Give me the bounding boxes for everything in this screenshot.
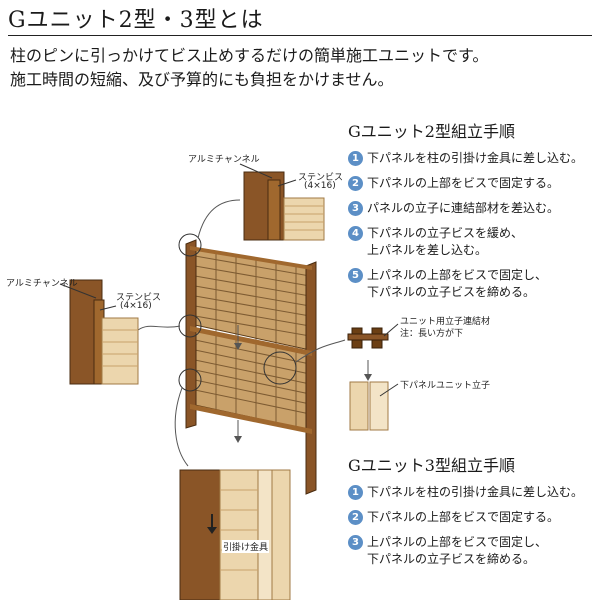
step-number-badge: 1 xyxy=(348,485,363,500)
step-text: 下パネルの立子ビスを締める。 xyxy=(367,284,547,301)
fence-unit-illustration xyxy=(186,240,316,494)
g2-step: 1 下パネルを柱の引掛け金具に差し込む。 xyxy=(348,150,583,167)
step-number-badge: 4 xyxy=(348,226,363,241)
step-text: 下パネルの上部をビスで固定する。 xyxy=(367,175,559,192)
label-screw-size-left: (4×16) xyxy=(120,301,152,311)
label-hook-fitting: 引掛け金具 xyxy=(222,540,269,553)
connector-illustration xyxy=(348,324,398,348)
g3-step: 1 下パネルを柱の引掛け金具に差し込む。 xyxy=(348,484,583,501)
step-text: 上パネルの上部をビスで固定し、 xyxy=(367,534,547,551)
step-number-badge: 2 xyxy=(348,176,363,191)
step-text: 下パネルの立子ビスを緩め、 xyxy=(367,225,523,242)
step-text: 上パネルの上部をビスで固定し、 xyxy=(367,267,547,284)
detail-hook-fitting xyxy=(180,470,290,600)
step-number-badge: 5 xyxy=(348,268,363,283)
label-aluminum-channel-left: アルミチャンネル xyxy=(6,276,78,289)
g3-step: 3 上パネルの上部をビスで固定し、 下パネルの立子ビスを締める。 xyxy=(348,534,583,568)
g2-step: 4 下パネルの立子ビスを緩め、 上パネルを差し込む。 xyxy=(348,225,583,259)
g3-steps-title: Gユニット3型組立手順 xyxy=(348,452,583,476)
g2-steps-title: Gユニット2型組立手順 xyxy=(348,118,583,142)
step-text: 下パネルを柱の引掛け金具に差し込む。 xyxy=(367,484,583,501)
step-text: 上パネルを差し込む。 xyxy=(367,242,523,259)
label-connector-note: 注：長い方が下 xyxy=(400,326,463,339)
step-number-badge: 2 xyxy=(348,510,363,525)
g3-assembly-steps: Gユニット3型組立手順 1 下パネルを柱の引掛け金具に差し込む。 2 下パネルの… xyxy=(348,452,583,576)
step-text: 下パネルの立子ビスを締める。 xyxy=(367,551,547,568)
g3-step: 2 下パネルの上部をビスで固定する。 xyxy=(348,509,583,526)
g2-assembly-steps: Gユニット2型組立手順 1 下パネルを柱の引掛け金具に差し込む。 2 下パネルの… xyxy=(348,118,583,309)
label-lower-panel-upright: 下パネルユニット立子 xyxy=(400,378,490,391)
step-text: 下パネルの上部をビスで固定する。 xyxy=(367,509,559,526)
g2-step: 5 上パネルの上部をビスで固定し、 下パネルの立子ビスを締める。 xyxy=(348,267,583,301)
step-number-badge: 3 xyxy=(348,201,363,216)
step-number-badge: 3 xyxy=(348,535,363,550)
label-screw-size-top: (4×16) xyxy=(304,181,336,191)
step-text: 下パネルを柱の引掛け金具に差し込む。 xyxy=(367,150,583,167)
upright-illustration xyxy=(350,360,398,430)
g2-step: 2 下パネルの上部をビスで固定する。 xyxy=(348,175,583,192)
label-aluminum-channel-top: アルミチャンネル xyxy=(188,152,260,165)
step-text: パネルの立子に連結部材を差込む。 xyxy=(367,200,559,217)
g2-step: 3 パネルの立子に連結部材を差込む。 xyxy=(348,200,583,217)
step-number-badge: 1 xyxy=(348,151,363,166)
